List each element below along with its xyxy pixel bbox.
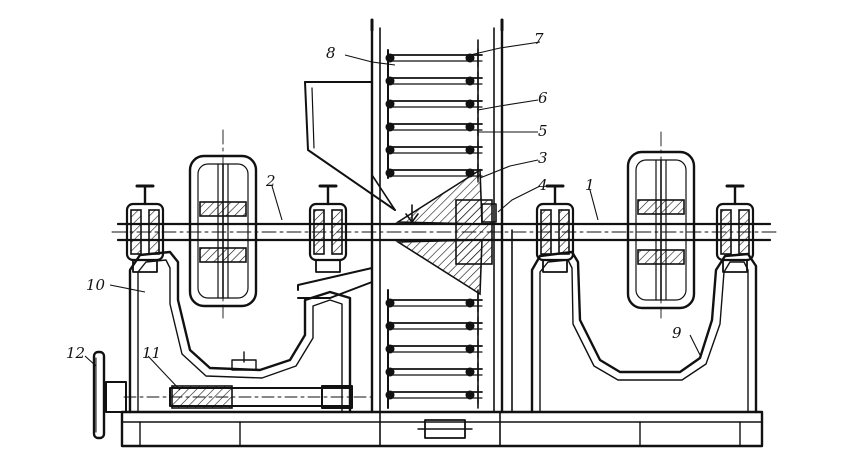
- sieve-rung: [385, 362, 483, 382]
- label-1: 1: [585, 176, 595, 194]
- feed-hopper: [304, 81, 396, 211]
- bearings: [125, 184, 755, 273]
- sieve-rung: [385, 94, 483, 114]
- callout-labels: 8 7 6 5 3 4 1 2 10 9 11 12: [66, 30, 682, 362]
- sieve-rung: [385, 117, 483, 137]
- leader-lines: [84, 41, 701, 391]
- label-5: 5: [538, 122, 548, 140]
- base-frame: [120, 410, 764, 448]
- label-2: 2: [265, 172, 276, 190]
- sieve-rung: [385, 71, 483, 91]
- sieve-rung: [385, 316, 483, 336]
- label-9: 9: [672, 324, 682, 342]
- left-frame: [128, 250, 352, 414]
- rotor-disk: [395, 168, 497, 296]
- label-12: 12: [66, 344, 85, 362]
- sieve-rung: [385, 140, 483, 160]
- right-pulley: [626, 131, 696, 319]
- main-shaft: [111, 222, 781, 242]
- label-3: 3: [538, 149, 548, 167]
- label-11: 11: [142, 344, 161, 362]
- sieve-rack: [385, 39, 483, 409]
- label-4: 4: [537, 176, 548, 194]
- right-frame: [530, 250, 758, 414]
- label-6: 6: [538, 89, 548, 107]
- central-column: [370, 18, 513, 414]
- sieve-rung: [385, 385, 483, 405]
- bearing-housing: [535, 184, 575, 273]
- left-pulley: [188, 129, 258, 319]
- sieve-rung: [385, 339, 483, 359]
- bearing-housing: [125, 184, 165, 273]
- adjustment-screw: [105, 381, 373, 413]
- sieve-rung: [385, 48, 483, 68]
- handwheel: [92, 350, 106, 440]
- label-7: 7: [534, 30, 544, 48]
- label-8: 8: [326, 44, 336, 62]
- bearing-housing: [308, 184, 348, 273]
- bearing-housing: [715, 184, 755, 273]
- sieve-rung: [385, 293, 483, 313]
- label-10: 10: [86, 276, 106, 294]
